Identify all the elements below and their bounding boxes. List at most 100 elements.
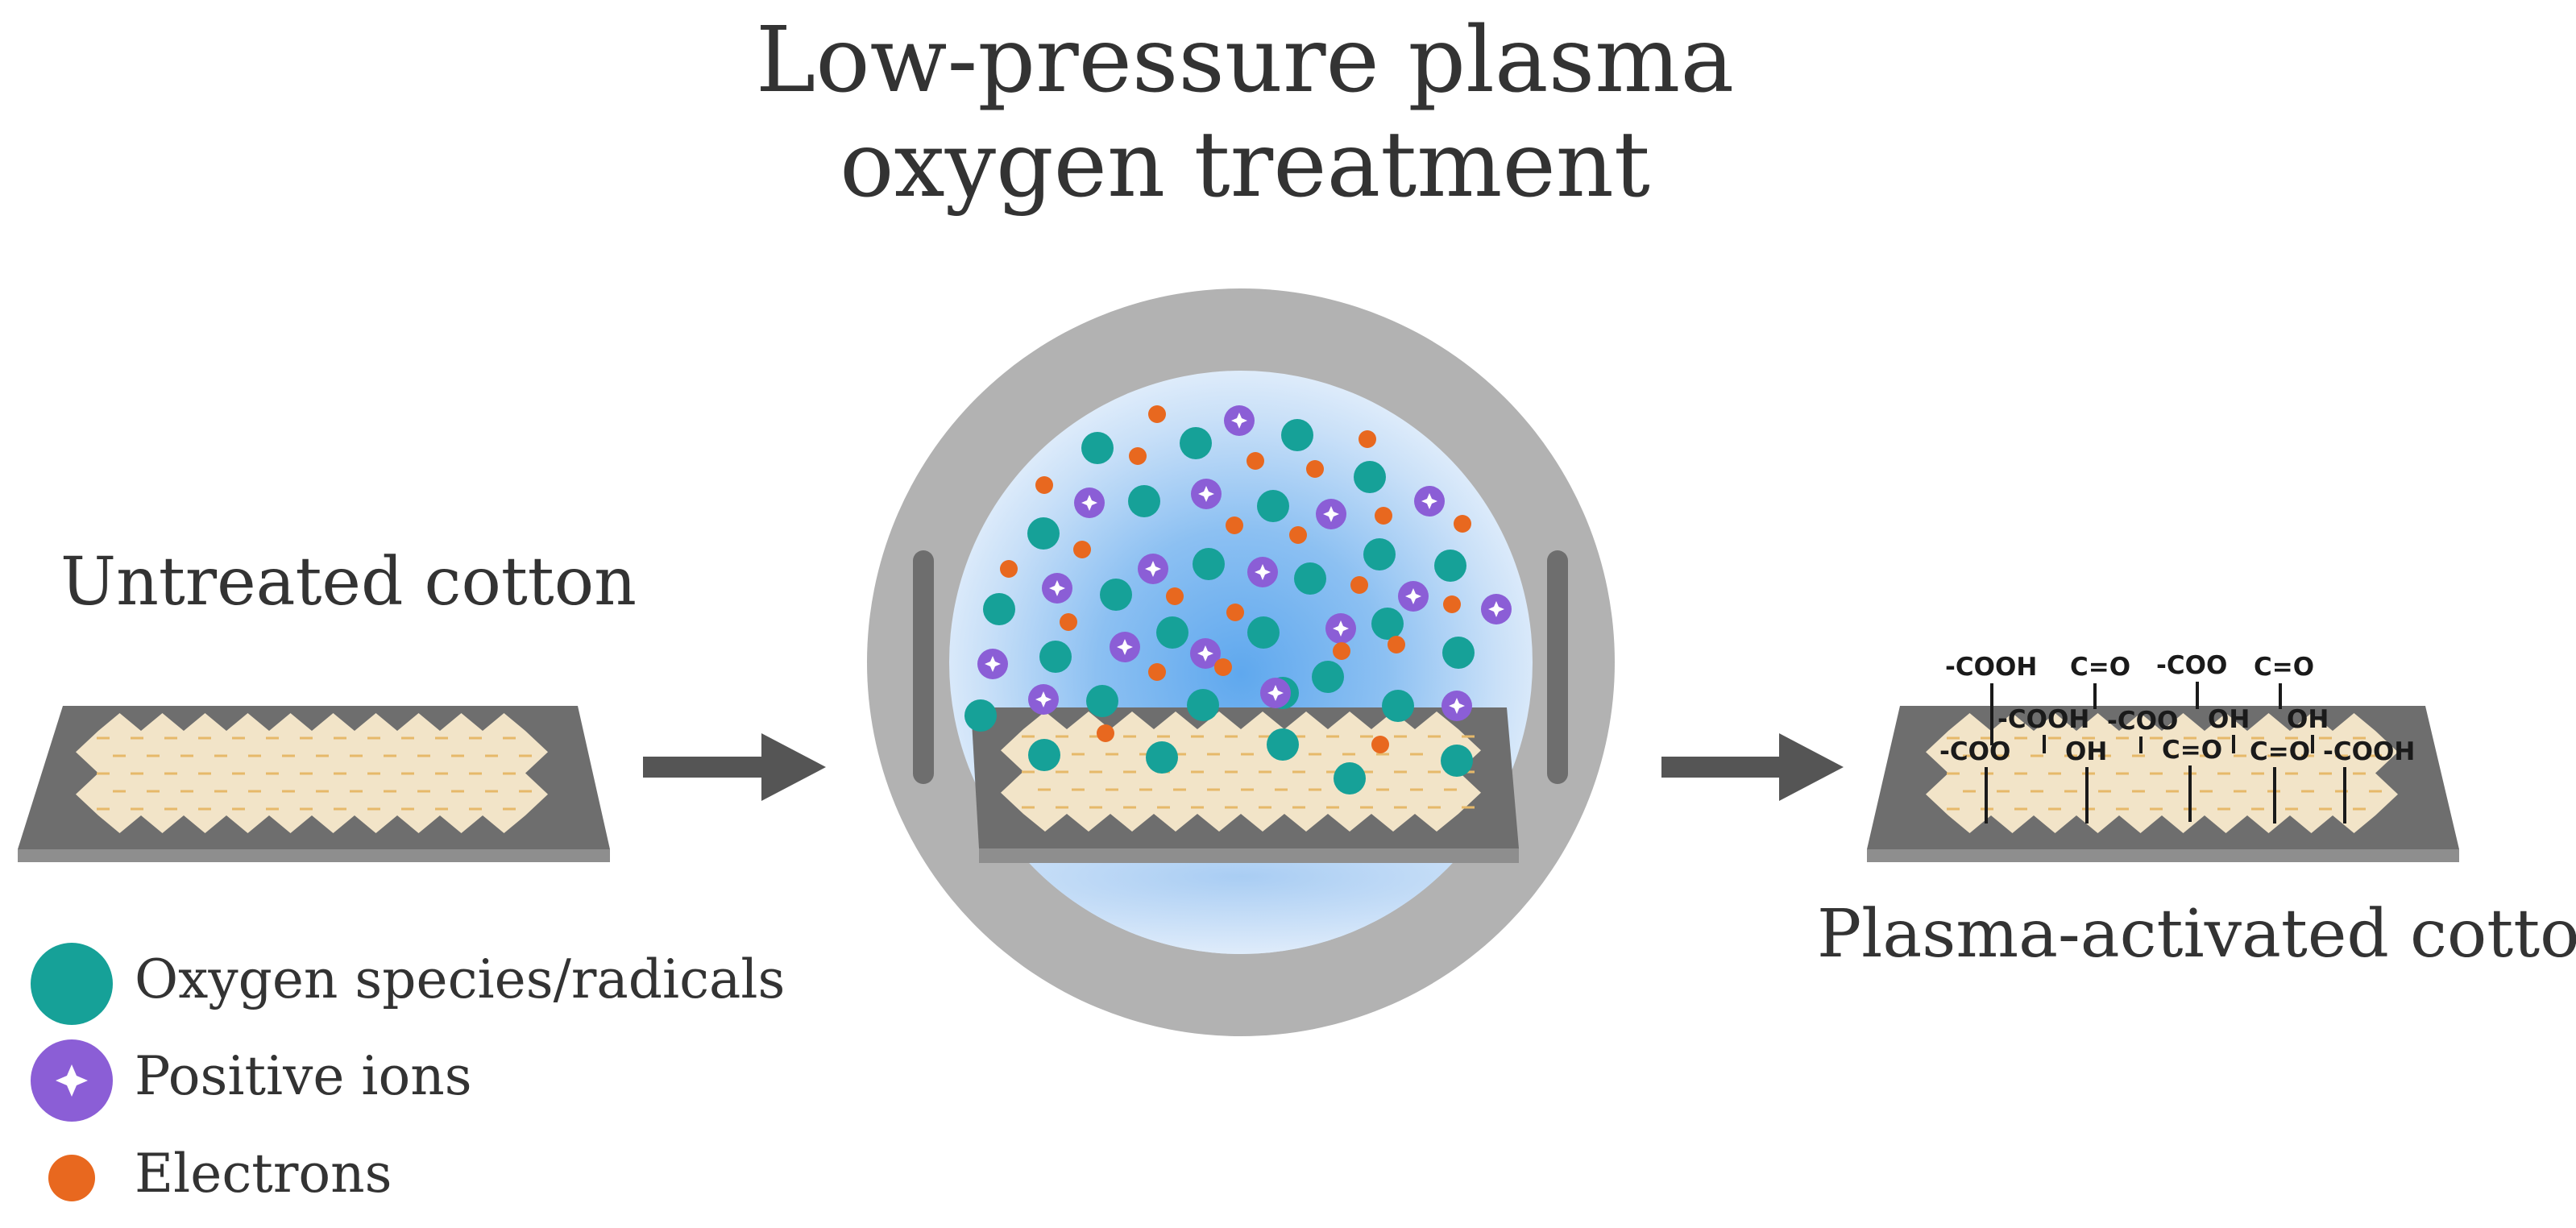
oxygen-radical	[1294, 562, 1326, 595]
oxygen-radical	[1100, 579, 1132, 611]
ion-star-icon	[1421, 493, 1437, 509]
ion-star-icon	[1197, 645, 1213, 662]
oxygen-radical	[964, 699, 997, 732]
chamber-cotton-fabric	[1001, 711, 1481, 832]
legend-electron-icon	[48, 1155, 95, 1201]
oxygen-radical	[1128, 485, 1160, 517]
group-cooh-2: -COOH	[1997, 705, 2089, 734]
ion-star-icon	[1255, 564, 1271, 580]
arrow-to-activated	[1661, 733, 1844, 801]
oxygen-radical	[1371, 608, 1404, 640]
plasma-activated-cotton-label: Plasma-activated cotton	[1817, 896, 2576, 973]
title-line-1: Low-pressure plasma	[755, 8, 1735, 113]
legend-oxygen-label: Oxygen species/radicals	[135, 948, 786, 1010]
electrode-left	[913, 550, 934, 784]
legend-ion-star-icon	[56, 1064, 88, 1097]
group-coo-3: -COO	[1939, 737, 2010, 766]
ion-star-icon	[1333, 620, 1349, 637]
electron	[1097, 724, 1114, 742]
electron	[1359, 430, 1376, 448]
oxygen-radical	[983, 593, 1015, 625]
group-cooh-3: -COOH	[2323, 737, 2415, 766]
untreated-cotton-sample	[18, 706, 610, 862]
oxygen-radical	[1156, 616, 1188, 649]
title-line-2: oxygen treatment	[840, 113, 1650, 218]
electron	[1166, 587, 1184, 605]
electron	[1350, 576, 1368, 594]
activated-tray-edge	[1867, 849, 2459, 862]
electrode-right	[1547, 550, 1568, 784]
oxygen-radical	[1081, 432, 1114, 464]
electron	[1129, 447, 1147, 465]
electron	[1371, 736, 1389, 753]
ion-star-icon	[1488, 601, 1504, 617]
oxygen-radical	[1434, 550, 1466, 582]
oxygen-radical	[1354, 461, 1386, 493]
group-co-2: C=O	[2254, 653, 2314, 682]
oxygen-radical	[1027, 517, 1060, 550]
ion-star-icon	[1035, 691, 1052, 707]
oxygen-radical	[1281, 419, 1313, 451]
ion-star-icon	[1198, 486, 1214, 502]
arrow-to-chamber	[643, 733, 826, 801]
electron	[1306, 460, 1324, 478]
group-coo-2: -COO	[2107, 707, 2178, 736]
electron	[1035, 476, 1053, 494]
ion-star-icon	[1231, 413, 1247, 429]
untreated-tray-edge	[18, 849, 610, 862]
plasma-particles	[964, 405, 1512, 794]
electron	[1388, 636, 1405, 653]
electron	[1226, 517, 1243, 534]
electron	[1060, 613, 1077, 631]
group-co-3: C=O	[2162, 736, 2222, 765]
electron	[1000, 560, 1018, 578]
plasma-chamber	[867, 288, 1615, 1036]
ion-star-icon	[1145, 561, 1161, 577]
oxygen-radical	[1257, 490, 1289, 522]
oxygen-radical	[1442, 637, 1475, 669]
oxygen-radical	[1441, 745, 1473, 777]
electron	[1333, 642, 1350, 660]
group-cooh-1: -COOH	[1945, 653, 2037, 682]
ion-star-icon	[1449, 698, 1465, 714]
group-oh-2: OH	[2287, 705, 2329, 734]
electron	[1148, 405, 1166, 423]
electron	[1289, 526, 1307, 544]
untreated-cotton-label: Untreated cotton	[60, 544, 637, 620]
group-oh-3: OH	[2065, 737, 2107, 766]
oxygen-radical	[1146, 741, 1178, 774]
oxygen-radical	[1267, 728, 1299, 761]
legend-oxygen-icon	[31, 943, 113, 1025]
group-oh-1: OH	[2208, 705, 2250, 734]
legend-ions-label: Positive ions	[135, 1045, 472, 1107]
oxygen-radical	[1187, 689, 1219, 721]
functional-group-bonds	[1985, 682, 2346, 824]
legend	[31, 943, 113, 1201]
ion-star-icon	[1081, 495, 1097, 511]
group-coo-1: -COO	[2156, 651, 2227, 680]
ion-star-icon	[1117, 639, 1133, 655]
oxygen-radical	[1086, 685, 1118, 717]
oxygen-radical	[1039, 641, 1072, 673]
oxygen-radical	[1382, 690, 1414, 722]
chamber-tray-edge	[979, 848, 1519, 863]
oxygen-radical	[1247, 616, 1280, 649]
ion-star-icon	[1405, 588, 1421, 604]
untreated-cotton-weave	[97, 736, 532, 811]
electron	[1247, 452, 1264, 470]
ion-star-icon	[1323, 506, 1339, 522]
oxygen-radical	[1363, 538, 1396, 570]
oxygen-radical	[1334, 762, 1366, 794]
group-co-1: C=O	[2070, 653, 2130, 682]
legend-electrons-label: Electrons	[135, 1143, 392, 1205]
ion-star-icon	[1267, 685, 1284, 701]
electron	[1226, 604, 1244, 621]
electron	[1454, 515, 1471, 533]
activated-cotton-weave	[1947, 736, 2382, 811]
ion-star-icon	[985, 656, 1001, 672]
electron	[1214, 658, 1232, 676]
oxygen-radical	[1193, 548, 1225, 580]
oxygen-radical	[1180, 427, 1212, 459]
